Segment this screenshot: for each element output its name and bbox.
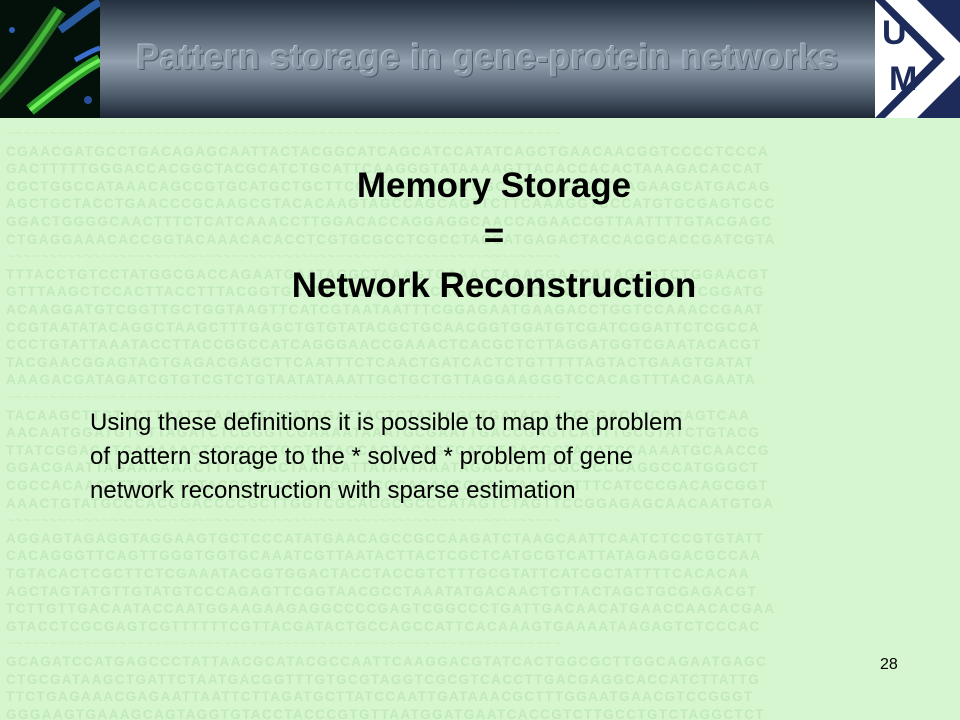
- page-number: 28: [880, 656, 898, 673]
- title-band: [100, 0, 875, 118]
- dna-texture-line: CCCTGTATTAAATACCTTACCGGCCATCAGGGAACCGAAA…: [6, 337, 762, 353]
- dna-texture-line: AAACTGTATGCCCACGGACCCCGCTTGGTCGCACGCGCCC…: [6, 495, 775, 511]
- dna-texture-line: TTATCGGAGATGAGAAACTGGGGGTGGTGTAGCAGTACAG…: [6, 442, 770, 458]
- dna-texture-line: GTTTAAGCTCCACTTACCTTTACGGTGCTTTGGGATTACC…: [6, 284, 765, 300]
- dna-sequence-background: ~~~~~~~~~~~~~~~~~~~~~~~~~~~~~~~~~~~~~~~~…: [0, 118, 960, 720]
- slide-header: Pattern storage in gene-protein networks…: [0, 0, 960, 118]
- dna-texture-line: CGCCACAACTTTAATCTCTACCGGTCAACGCCCTCGCACA…: [6, 478, 769, 493]
- paragraph-line: network reconstruction with sparse estim…: [90, 477, 576, 504]
- dna-texture-line: ~~~~~~~~~~~~~~~~~~~~~~~~~~~~~~~~~~~~~~~~…: [6, 636, 562, 652]
- dna-texture-line: TACAAGCTTGTACTTCATTTAAGCTGGATGGATTACTCTA…: [6, 407, 751, 423]
- dna-texture-line: GGACGAATTAGAAAAAACTTTGTGACTAATGATTATAATA…: [6, 460, 760, 476]
- dna-texture-line: CGAACGATGCCTGACAGAGCAATTACTACGGCATCAGCAT…: [6, 143, 770, 159]
- heading-memory-storage: Memory Storage: [356, 166, 632, 205]
- dna-texture-line: ~~~~~~~~~~~~~~~~~~~~~~~~~~~~~~~~~~~~~~~~…: [6, 513, 562, 529]
- heading-equals: =: [483, 216, 505, 255]
- dna-texture-line: AGGAGTAGAGGTAGGAAGTGCTCCCATATGAACAGCCGCC…: [6, 530, 765, 546]
- paragraph-line: Using these definitions it is possible t…: [90, 409, 683, 436]
- dna-texture-line: CTGAGGAAACACCGGTACAAACACACCTCGTGCGCCTCGC…: [6, 231, 776, 247]
- dna-texture-line: CCGTAATATACAGGCTAAGCTTTGAGCTGTGTATACGCTG…: [6, 319, 761, 335]
- dna-texture-line: TACGAACGGAGTAGTGAGACGAGCTTCAATTTCTCAACTG…: [6, 354, 755, 370]
- dna-texture-line: AAAGACGATAGATCGTGTCGTCTGTAATATAAATTGCTGC…: [6, 372, 757, 388]
- slide-body: ~~~~~~~~~~~~~~~~~~~~~~~~~~~~~~~~~~~~~~~~…: [0, 118, 960, 720]
- page-title: Pattern storage in gene-protein networks: [136, 38, 839, 77]
- dna-texture-line: GACTTTTTGGGACCACGGCTACGCATCTGCATTCAAGGGT…: [6, 161, 764, 177]
- paragraph-line: of pattern storage to the * solved * pro…: [90, 443, 634, 470]
- dna-texture-line: TTTACCTGTCCTATGGCGACCAGAATGAATAGGCTAAAGT…: [6, 266, 770, 282]
- dna-texture-line: ~~~~~~~~~~~~~~~~~~~~~~~~~~~~~~~~~~~~~~~~…: [6, 126, 562, 141]
- dna-texture-line: AGCTGCTACCTGAACCCGCAAGCGTACACAAGTAGCCAGC…: [6, 196, 776, 212]
- dna-texture-line: CACAGGGTTCAGTTGGGTGGTGCAAATCGTTAATACTTAC…: [6, 548, 762, 564]
- dna-texture-line: ACAAGGATGTCGGTTGCTGGTAAGTTCATCGTAATAATTT…: [6, 302, 764, 317]
- logo-letter-u: U: [882, 14, 907, 52]
- dna-texture-line: GTACCTCGCGAGTCGTTTTTTCGTTACGATACTGCCAGCC…: [6, 618, 761, 634]
- university-logo: U M: [875, 0, 960, 118]
- dna-texture-line: AGCTAGTATGTTGTATGTCCCAGAGTTCGGTAACGCCTAA…: [6, 583, 758, 599]
- dna-texture-line: TGTACACTCGCTTCTCGAAATACGGTGGACTACCTACCGT…: [6, 566, 751, 581]
- dna-texture-line: TTCTGAGAAACGAGAATTAATTCTTAGATGCTTATCCAAT…: [6, 689, 754, 705]
- dna-texture-line: CGCTGGCCATAAACAGCCGTGCATGCTGCTTCCGTTGTGT…: [6, 178, 771, 194]
- heading-network-reconstruction: Network Reconstruction: [291, 266, 697, 305]
- dna-texture-line: GGACTGGGGCAACTTTCTCATCAAACCTTGGACACCAGGA…: [6, 214, 773, 229]
- body-paragraph: Using these definitions it is possible t…: [90, 406, 890, 508]
- dna-texture-line: TCTTGTTGACAATACCAATGGAAGAAGAGGCCCCGAGTCG…: [6, 601, 776, 617]
- microscopy-thumbnail: [0, 0, 100, 118]
- dna-texture-line: ~~~~~~~~~~~~~~~~~~~~~~~~~~~~~~~~~~~~~~~~…: [6, 390, 562, 405]
- dna-texture-line: GGGAAGTGAAAGCAGTAGGTGTACCTACCCGTGTTAATGG…: [6, 706, 765, 720]
- dna-texture-line: CTGCGATAAGCTGATTCTAATGACGGTTTGTGCGTAGGTC…: [6, 671, 761, 687]
- logo-letter-m: M: [889, 60, 918, 98]
- dna-texture-line: GCAGATCCATGAGCCCTATTAACGCATACGCCAATTCAAG…: [6, 654, 768, 669]
- dna-texture-line: AACAATGGATGTGTTAGATCTCGGGTCGAAAATAAATGCG…: [6, 425, 761, 441]
- dna-texture-line: ~~~~~~~~~~~~~~~~~~~~~~~~~~~~~~~~~~~~~~~~…: [6, 249, 562, 265]
